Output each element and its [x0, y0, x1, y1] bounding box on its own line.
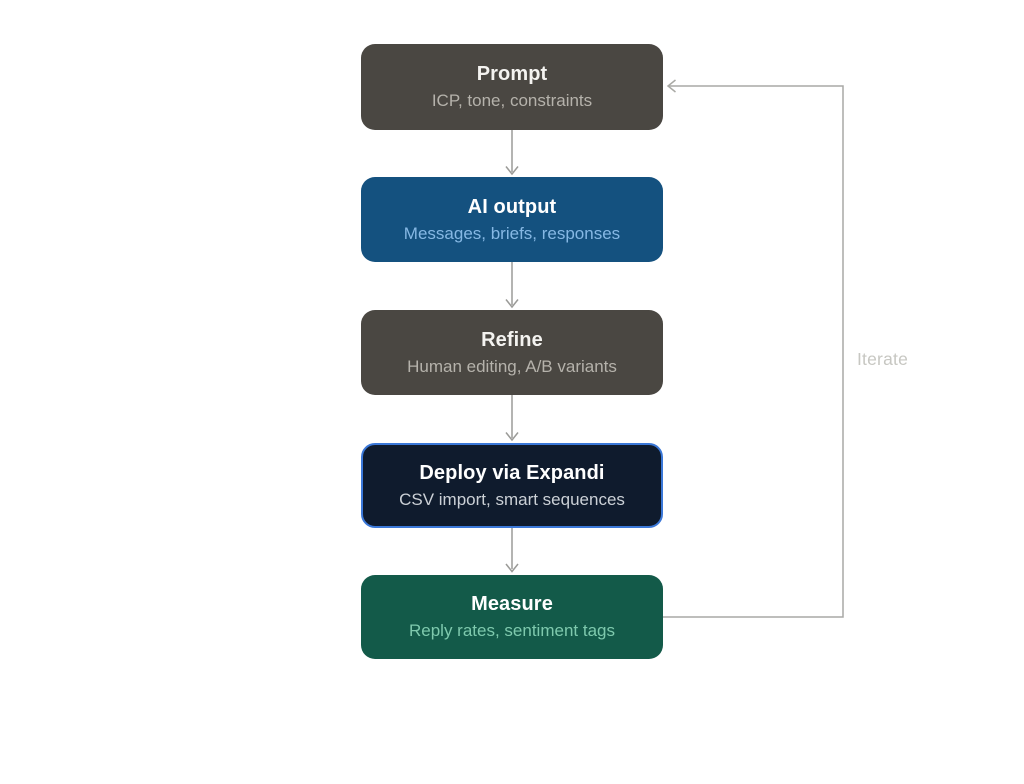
stage-measure: Measure Reply rates, sentiment tags [361, 575, 663, 659]
stage-subtitle: Human editing, A/B variants [407, 356, 617, 376]
stage-ai-output: AI output Messages, briefs, responses [361, 177, 663, 262]
stage-refine: Refine Human editing, A/B variants [361, 310, 663, 395]
arrow-refine-to-deploy [505, 395, 519, 442]
stage-subtitle: Reply rates, sentiment tags [409, 621, 615, 641]
stage-title: Deploy via Expandi [419, 461, 605, 484]
stage-subtitle: ICP, tone, constraints [431, 91, 593, 111]
stage-title: AI output [467, 195, 557, 218]
stage-subtitle: Messages, briefs, responses [403, 223, 621, 243]
stage-subtitle: CSV import, smart sequences [399, 489, 625, 509]
iterate-loop-path [663, 79, 844, 618]
arrow-deploy-to-measure [505, 528, 519, 573]
stage-deploy-via-expandi: Deploy via Expandi CSV import, smart seq… [361, 443, 663, 528]
stage-title: Prompt [476, 63, 548, 86]
iterate-label: Iterate [857, 349, 909, 369]
arrow-prompt-to-ai-output [505, 130, 519, 176]
stage-title: Measure [471, 593, 553, 616]
stage-prompt: Prompt ICP, tone, constraints [361, 44, 663, 130]
arrow-ai-output-to-refine [505, 262, 519, 309]
stage-title: Refine [481, 328, 543, 351]
